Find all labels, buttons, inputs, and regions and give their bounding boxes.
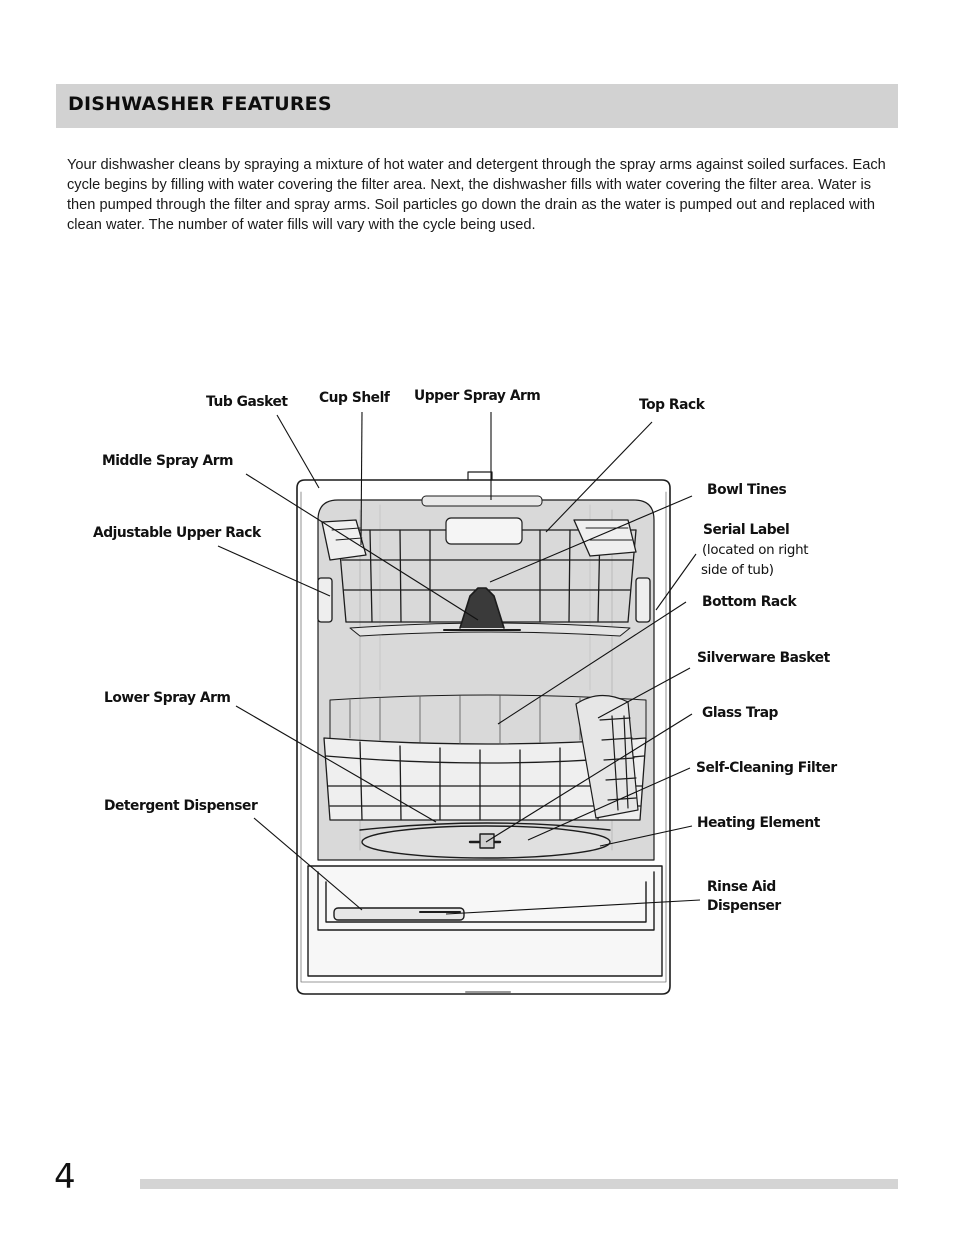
leader-heating-element: [599, 825, 693, 847]
leader-detergent-dispenser: [253, 817, 363, 911]
detergent-dispenser-cup: [333, 907, 465, 921]
section-header: DISHWASHER FEATURES: [56, 84, 898, 128]
leader-glass-trap: [485, 713, 693, 843]
page-title: DISHWASHER FEATURES: [68, 93, 332, 115]
footer-bar: [140, 1179, 898, 1189]
label-heating-element: Heating Element: [697, 815, 820, 831]
leader-silverware-basket: [597, 667, 691, 719]
middle-spray-arm: [443, 587, 521, 631]
leader-serial-label: [655, 553, 697, 611]
leader-adjustable-upper-rack: [217, 545, 331, 597]
label-bottom-rack: Bottom Rack: [702, 594, 797, 610]
leader-lines: [217, 411, 701, 915]
label-rinse-aid-line-1: Rinse Aid: [707, 879, 776, 895]
label-self-cleaning-filter: Self-Cleaning Filter: [696, 760, 837, 776]
leader-bottom-rack: [497, 601, 687, 725]
upper-spray-arm-housing: [421, 495, 543, 507]
label-middle-spray-arm: Middle Spray Arm: [102, 453, 234, 469]
page-number: 4: [54, 1157, 76, 1197]
leader-bowl-tines: [489, 495, 693, 583]
leader-self-cleaning-filter: [527, 767, 691, 841]
tub-outline: [296, 479, 671, 995]
label-rinse-aid-line-2: Dispenser: [707, 898, 781, 914]
label-detergent-dispenser: Detergent Dispenser: [104, 798, 258, 814]
leader-tub-gasket: [276, 414, 320, 489]
leader-rinse-aid: [445, 899, 701, 915]
label-glass-trap: Glass Trap: [702, 705, 778, 721]
bottom-rack: [323, 694, 647, 821]
label-adjustable-upper-rack: Adjustable Upper Rack: [93, 525, 261, 541]
leader-cup-shelf: [360, 411, 363, 546]
label-upper-spray-arm: Upper Spray Arm: [414, 388, 541, 404]
label-top-rack: Top Rack: [639, 397, 705, 413]
leader-middle-spray-arm: [245, 473, 479, 621]
intro-paragraph: Your dishwasher cleans by spraying a mix…: [67, 157, 886, 233]
label-silverware-basket: Silverware Basket: [697, 650, 830, 666]
label-serial-label: Serial Label: [703, 522, 790, 538]
label-tub-gasket: Tub Gasket: [206, 394, 288, 410]
label-bowl-tines: Bowl Tines: [707, 482, 787, 498]
label-lower-spray-arm: Lower Spray Arm: [104, 690, 231, 706]
label-cup-shelf: Cup Shelf: [319, 390, 390, 406]
label-serial-label-note-2: side of tub): [701, 563, 774, 578]
leader-lower-spray-arm: [235, 705, 437, 823]
label-serial-label-note-1: (located on right: [702, 543, 809, 558]
leader-top-rack: [545, 421, 653, 533]
door: [307, 865, 663, 993]
